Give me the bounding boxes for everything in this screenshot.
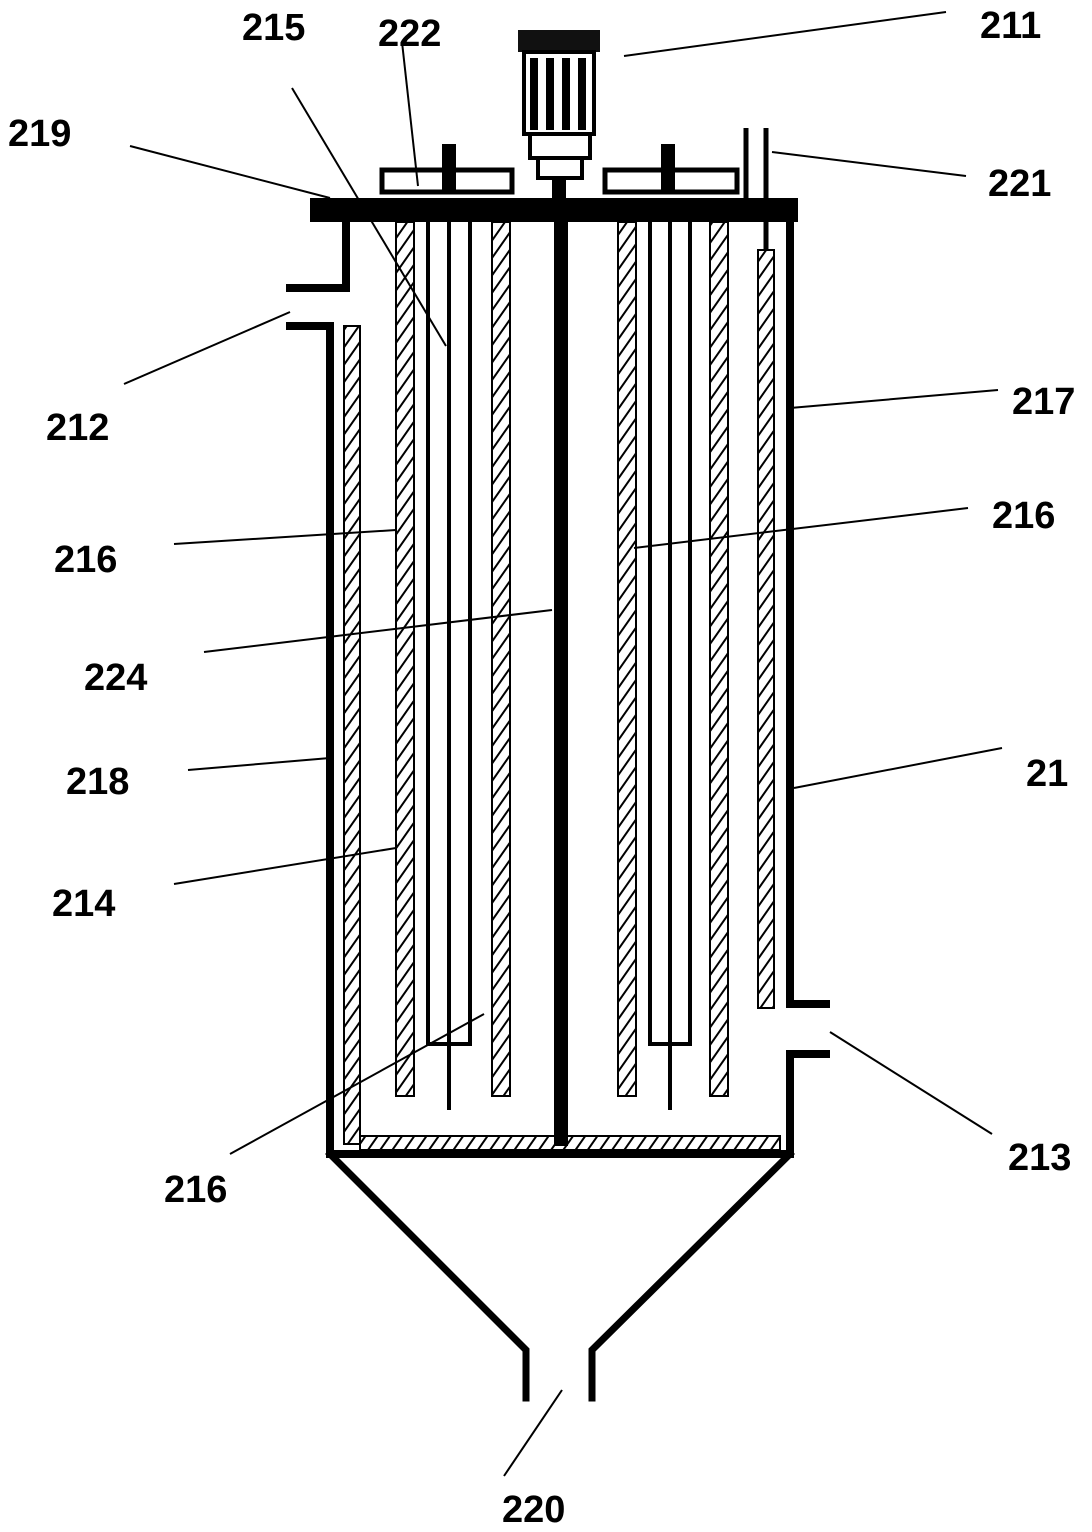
label-224: 224	[84, 657, 147, 699]
insulation-layers	[343, 249, 781, 1151]
labels: 211 215 222 219 221 212 217 216 216 224 …	[8, 5, 1075, 1531]
motor	[518, 30, 600, 198]
rods	[426, 222, 692, 1110]
label-220: 220	[502, 1489, 565, 1531]
label-222: 222	[378, 13, 441, 55]
lid	[310, 144, 798, 222]
central-shaft	[554, 222, 568, 1146]
label-217: 217	[1012, 381, 1075, 423]
label-216-left: 216	[54, 539, 117, 581]
label-215: 215	[242, 7, 305, 49]
vent-pipe	[743, 128, 769, 250]
vessel-wall	[286, 218, 830, 1402]
label-211: 211	[980, 5, 1041, 47]
label-212: 212	[46, 407, 109, 449]
label-21: 21	[1026, 753, 1068, 795]
electrodes	[395, 221, 729, 1097]
label-218: 218	[66, 761, 129, 803]
label-213: 213	[1008, 1137, 1071, 1179]
label-221: 221	[988, 163, 1051, 205]
label-216-right: 216	[992, 495, 1055, 537]
label-219: 219	[8, 113, 71, 155]
label-214: 214	[52, 883, 115, 925]
label-216-bottom: 216	[164, 1169, 227, 1211]
leader-lines	[123, 11, 1003, 1477]
